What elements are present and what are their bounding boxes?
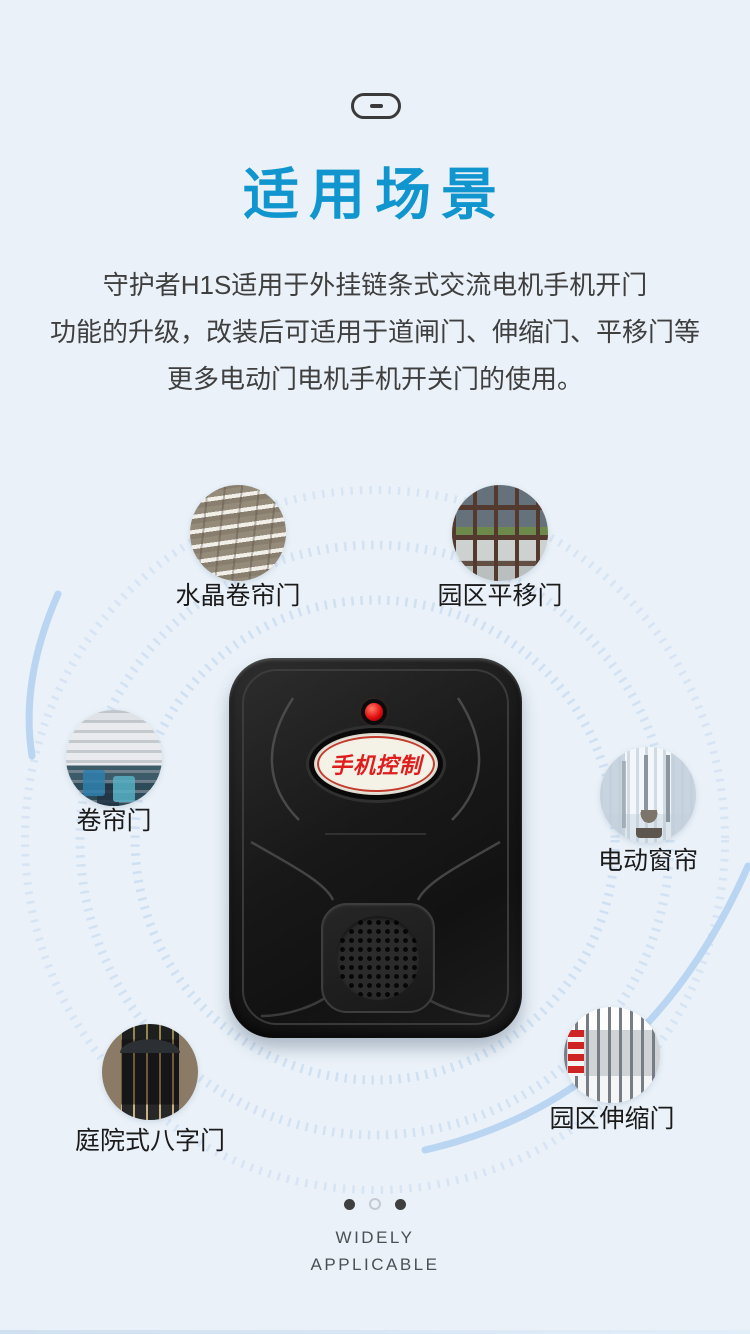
pill-dash-icon-bar xyxy=(370,104,383,108)
scenario-roller-door: 卷帘门 xyxy=(66,710,162,835)
description-line: 功能的升级，改装后可适用于道闸门、伸缩门、平移门等 xyxy=(49,317,700,347)
product-description: 守护者H1S适用于外挂链条式交流电机手机开门 功能的升级，改装后可适用于道闸门、… xyxy=(0,262,750,403)
scenario-park-sliding-gate: 园区平移门 xyxy=(437,485,563,610)
description-line: 守护者H1S适用于外挂链条式交流电机手机开门 xyxy=(102,270,648,300)
pagination-dot-filled xyxy=(395,1198,407,1210)
phone-control-badge: 手机控制 xyxy=(314,733,438,795)
scenario-label: 园区平移门 xyxy=(437,582,563,610)
footer-caption: WIDELY APPLICABLE xyxy=(0,1224,750,1278)
speaker-grille-icon xyxy=(336,916,420,1000)
scenario-label: 庭院式八字门 xyxy=(74,1127,226,1155)
footer-caption-line: WIDELY xyxy=(335,1228,415,1247)
red-indicator-led xyxy=(365,703,383,721)
bottom-edge-strip xyxy=(0,1330,750,1334)
product-device-image: 手机控制 xyxy=(229,658,522,1038)
speaker-panel xyxy=(321,903,435,1013)
crystal-roller-shutter-door-photo xyxy=(190,485,286,581)
pill-dash-icon xyxy=(351,93,401,119)
scenario-crystal-roller-door: 水晶卷帘门 xyxy=(175,485,301,610)
courtyard-double-swing-gate-photo xyxy=(102,1024,198,1120)
scenario-electric-curtain: 电动窗帘 xyxy=(598,747,698,875)
pagination-dot-hollow xyxy=(369,1198,381,1210)
scenario-courtyard-gate: 庭院式八字门 xyxy=(75,1024,225,1155)
pagination-dots xyxy=(0,1198,750,1210)
description-line: 更多电动门电机手机开关门的使用。 xyxy=(166,364,583,394)
park-retractable-gate-photo xyxy=(564,1007,660,1103)
roller-shutter-door-photo xyxy=(66,710,162,806)
page-title: 适用场景 xyxy=(243,163,507,226)
badge-red-ring xyxy=(317,736,435,792)
park-sliding-gate-photo xyxy=(452,485,548,581)
scenario-label: 卷帘门 xyxy=(76,807,152,835)
scenario-label: 电动窗帘 xyxy=(597,847,699,875)
scenario-retractable-gate: 园区伸缩门 xyxy=(549,1007,675,1133)
pagination-dot-filled xyxy=(343,1198,355,1210)
electric-curtain-photo xyxy=(600,747,696,843)
footer-caption-line: APPLICABLE xyxy=(310,1255,440,1274)
scenario-label: 园区伸缩门 xyxy=(549,1105,675,1133)
badge-text: 手机控制 xyxy=(329,753,422,778)
scenario-label: 水晶卷帘门 xyxy=(175,582,301,610)
